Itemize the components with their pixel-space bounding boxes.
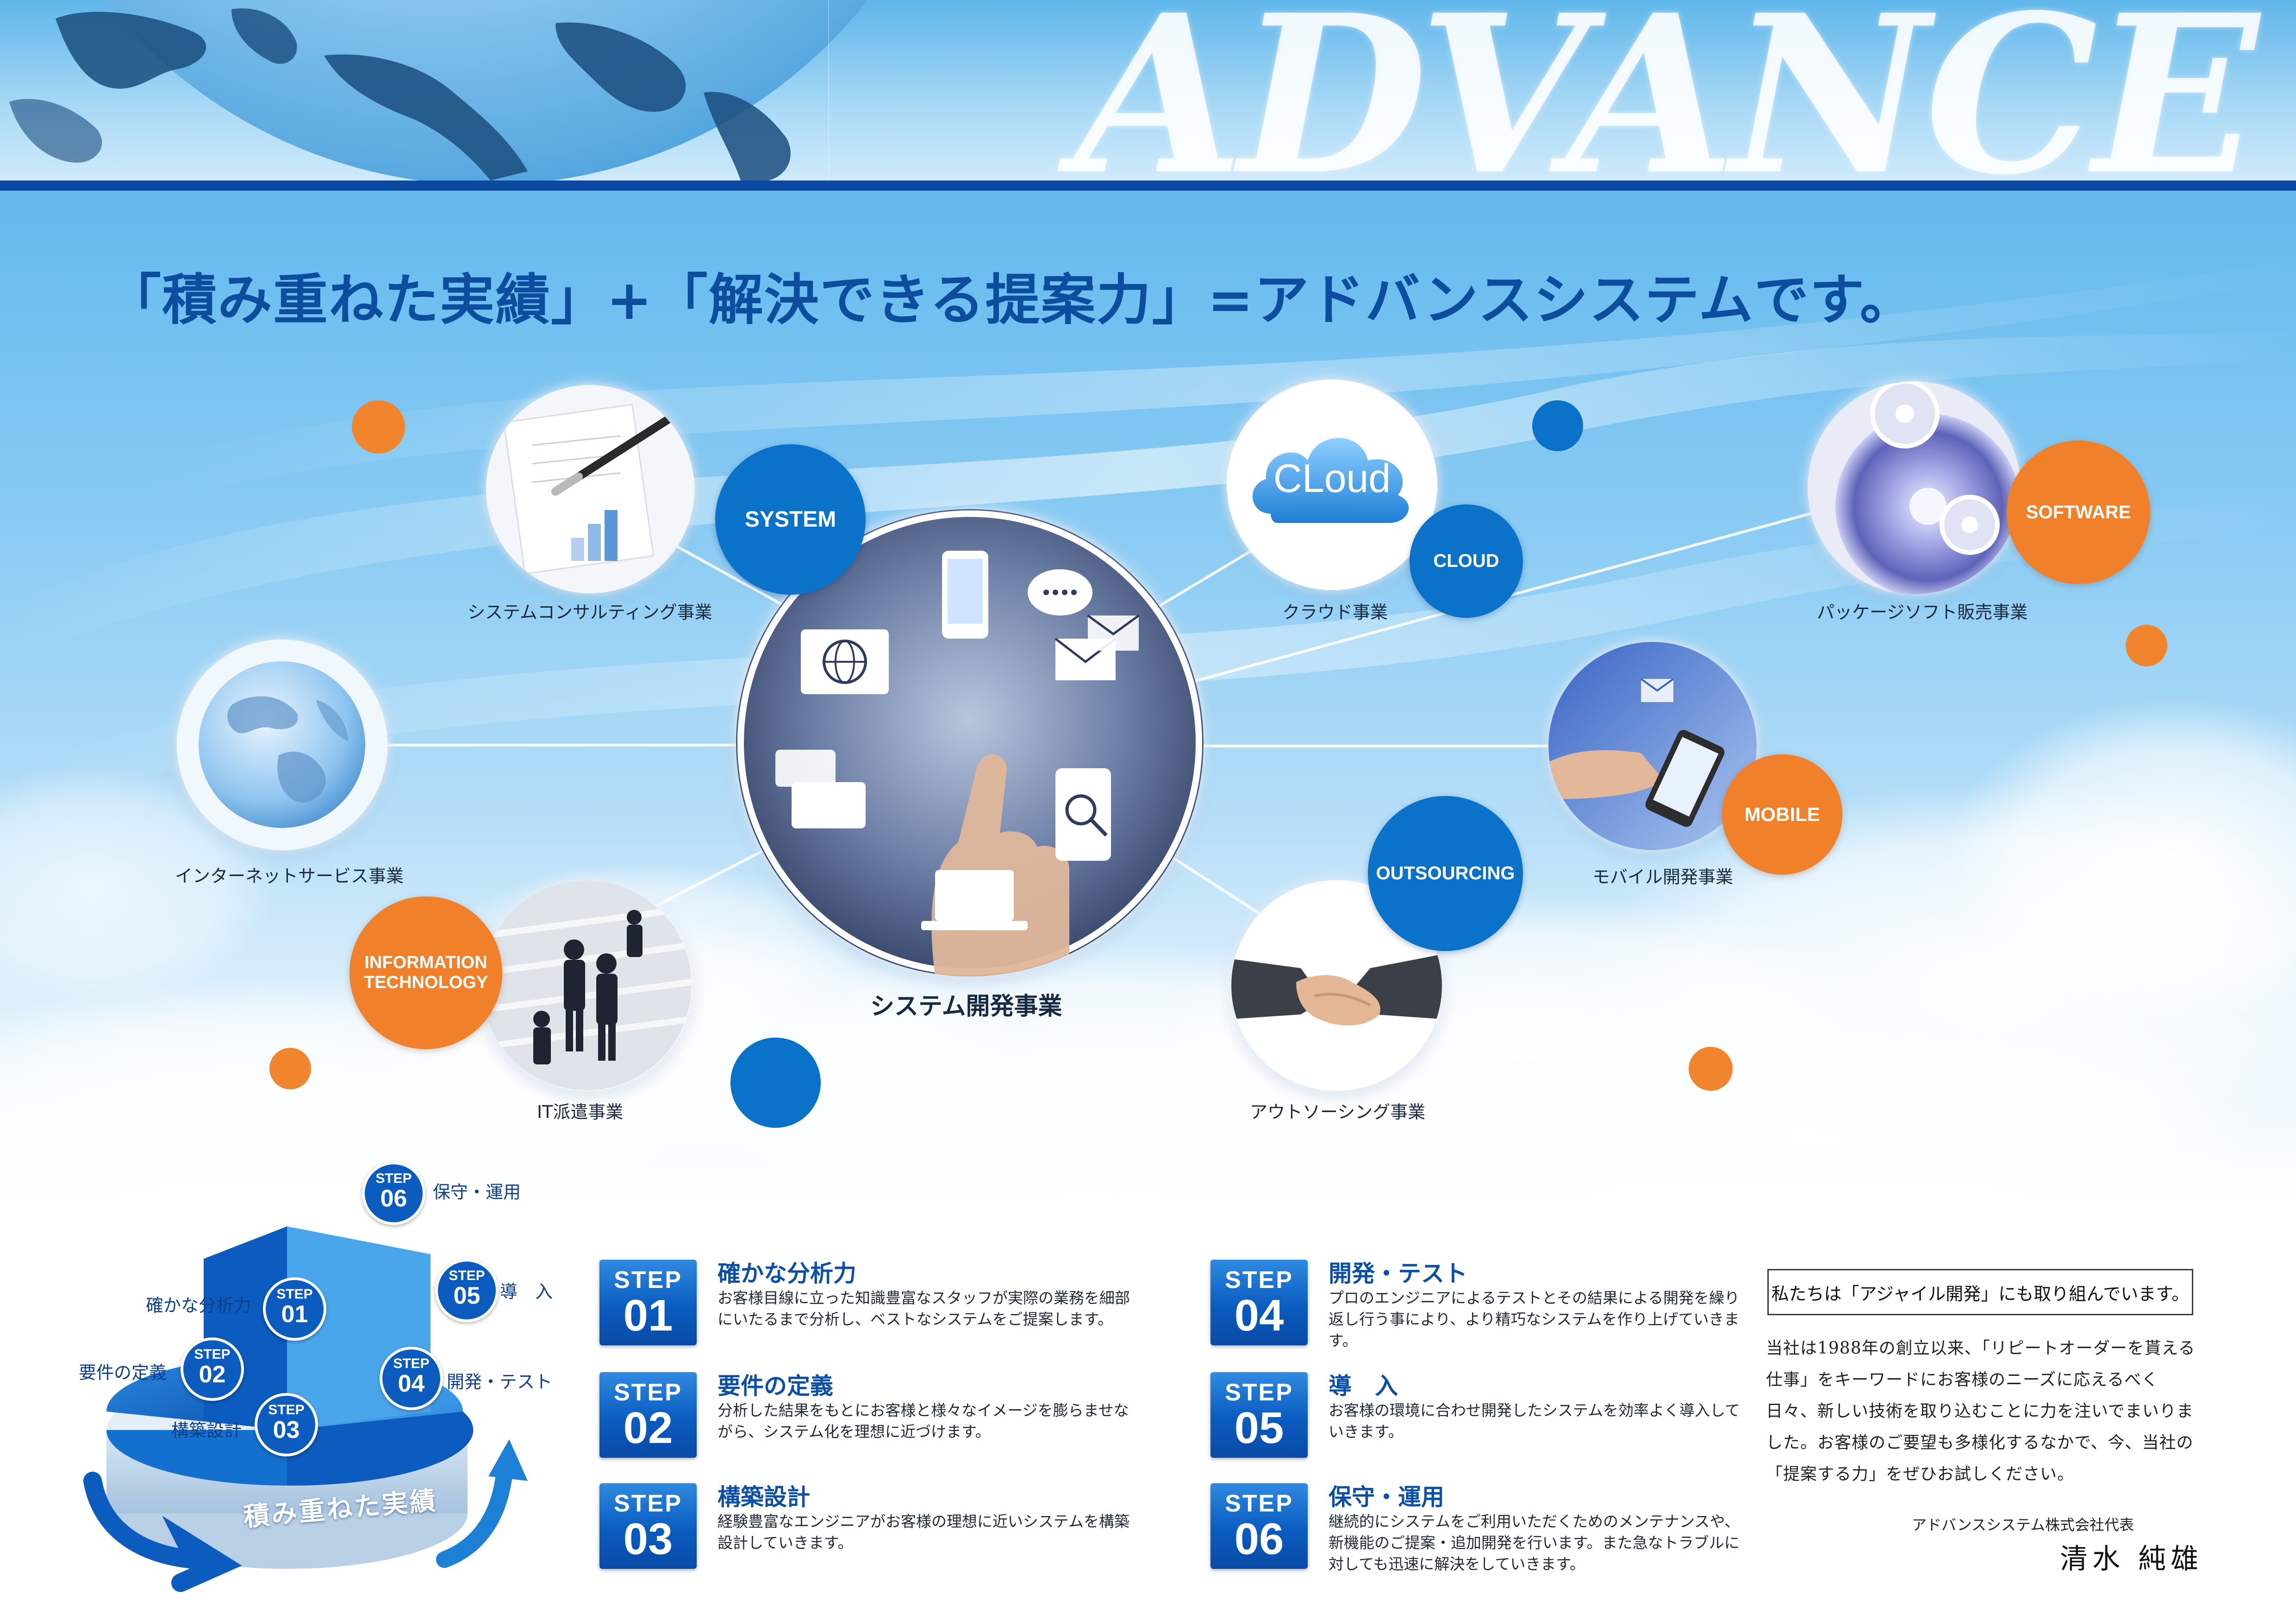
tagline-headline: 「積み重ねた実績」+「解決できる提案力」=アドバンスシステムです。 [106, 268, 1915, 332]
it-staffing-label: IT派遣事業 [537, 1102, 624, 1122]
decorative-dot [1532, 400, 1583, 451]
mobile-badge: MOBILE [1722, 754, 1842, 875]
step-title: 導 入 [1329, 1373, 1398, 1399]
step-05: STEP 05 導 入 お客様の環境に合わせ開発したシステムを効率よく導入してい… [1210, 1368, 1743, 1465]
cycle-label-03: 構築設計 [171, 1420, 242, 1441]
step-06: STEP 06 保守・運用 継続的にシステムをご利用いただくためのメンテナンスや… [1210, 1479, 1743, 1576]
step-badge: STEP 04 [1210, 1260, 1308, 1345]
cycle-step-pin-06: STEP 06 [362, 1162, 425, 1225]
decorative-dot [2126, 625, 2167, 666]
cloud-icon-text: CLoud [1273, 456, 1391, 501]
package-software-label: パッケージソフト販売事業 [1817, 602, 2028, 622]
step-badge: STEP 05 [1210, 1372, 1308, 1458]
smartphone-icon [1548, 642, 1757, 850]
cloud-icon [1227, 379, 1437, 590]
step-title: 保守・運用 [1329, 1484, 1444, 1511]
cycle-label-05: 導 入 [500, 1281, 553, 1302]
decorative-dot [730, 1038, 821, 1128]
world-globe-graphic [9, 0, 868, 180]
cloud-business-label: クラウド事業 [1282, 602, 1388, 622]
outsourcing-badge: OUTSOURCING [1368, 796, 1523, 951]
step-title: 確かな分析力 [718, 1260, 856, 1287]
cycle-label-04: 開発・テスト [447, 1372, 553, 1392]
step-badge: STEP 03 [599, 1483, 697, 1569]
step-title: 要件の定義 [718, 1373, 833, 1399]
cycle-label-01: 確かな分析力 [146, 1295, 252, 1316]
outsourcing-label: アウトソーシング事業 [1250, 1102, 1426, 1122]
cloud-circle: CLoud [1227, 379, 1437, 590]
step-03: STEP 03 構築設計 経験豊富なエンジニアがお客様の理想に近いシステムを構築… [599, 1479, 1132, 1576]
sky-hero: 「積み重ねた実績」+「解決できる提案力」=アドバンスシステムです。 [0, 191, 2296, 1200]
it-staffing-circle [481, 880, 692, 1091]
internet-services-circle [177, 640, 387, 850]
step-description: 継続的にシステムをご利用いただくためのメンテナンスや、新機能のご提案・追加開発を… [1329, 1512, 1740, 1573]
step-description: 経験豊富なエンジニアがお客様の理想に近いシステムを構築設計していきます。 [718, 1512, 1130, 1552]
outsourcing-circle [1231, 880, 1442, 1091]
system-badge: SYSTEM [715, 444, 866, 595]
business-people-icon [481, 880, 692, 1090]
cycle-step-pin-04: STEP 04 [380, 1347, 443, 1410]
decorative-dot [1689, 1047, 1733, 1091]
pen-and-chart-icon [486, 385, 694, 593]
systems-consulting-circle [486, 385, 694, 593]
step-title: 開発・テスト [1329, 1260, 1467, 1287]
cycle-step-pin-05: STEP 05 [435, 1259, 499, 1322]
cycle-step-pin-01: STEP 01 [263, 1277, 326, 1341]
cycle-label-06: 保守・運用 [433, 1182, 521, 1202]
company-message: 当社は1988年の創立以来、「リピートオーダーを貰える仕事」をキーワードにお客様… [1766, 1339, 2196, 1484]
touch-technology-icon [736, 509, 1204, 976]
cycle-step-pin-02: STEP 02 [181, 1337, 244, 1401]
internet-services-label: インターネットサービス事業 [175, 866, 404, 886]
disc-icon [1808, 381, 2021, 594]
mobile-development-label: モバイル開発事業 [1592, 867, 1734, 887]
decorative-dot [352, 400, 405, 454]
ceo-signature: 清水 純雄 [2060, 1543, 2203, 1575]
step-badge: STEP 06 [1210, 1483, 1308, 1569]
step-description: お客様目線に立った知識豊富なスタッフが実際の業務を細部にいたるまで分析し、ベスト… [718, 1289, 1130, 1328]
decorative-dot [269, 1048, 311, 1089]
package-software-circle [1808, 381, 2021, 594]
header-divider [0, 180, 2296, 191]
cycle-step-pin-03: STEP 03 [255, 1393, 318, 1456]
step-description: プロのエンジニアによるテストとその結果による開発を繰り返し行う事により、より精巧… [1329, 1289, 1740, 1349]
step-badge: STEP 02 [599, 1372, 697, 1458]
step-02: STEP 02 要件の定義 分析した結果をもとにお客様と様々なイメージを膨らませ… [599, 1368, 1132, 1465]
step-01: STEP 01 確かな分析力 お客様目線に立った知識豊富なスタッフが実際の業務を… [599, 1255, 1132, 1352]
header-band: ADVANCE [0, 0, 2296, 180]
software-badge: SOFTWARE [2007, 441, 2150, 584]
step-04: STEP 04 開発・テスト プロのエンジニアによるテストとその結果による開発を… [1210, 1255, 1743, 1352]
cloud-badge: CLOUD [1410, 504, 1523, 618]
systems-consulting-label: システムコンサルティング事業 [468, 602, 712, 622]
step-description: お客様の環境に合わせ開発したシステムを効率よく導入していきます。 [1329, 1401, 1741, 1441]
system-development-circle [736, 509, 1204, 976]
information-technology-badge: INFORMATION TECHNOLOGY [349, 896, 502, 1049]
step-description: 分析した結果をもとにお客様と様々なイメージを膨らませながら、システム化を理想に近… [718, 1401, 1129, 1441]
step-badge: STEP 01 [599, 1260, 697, 1345]
advance-wordmark: ADVANCE [1074, 0, 2259, 180]
step-title: 構築設計 [718, 1484, 810, 1511]
handshake-icon [1231, 880, 1442, 1090]
cycle-label-02: 要件の定義 [79, 1362, 167, 1383]
globe-icon [177, 640, 387, 850]
center-service-label: システム開発事業 [870, 993, 1062, 1020]
company-representative-title: アドバンスシステム株式会社代表 [1912, 1516, 2134, 1534]
agile-notice-box: 私たちは「アジャイル開発」にも取り組んでいます。 [1767, 1269, 2193, 1315]
